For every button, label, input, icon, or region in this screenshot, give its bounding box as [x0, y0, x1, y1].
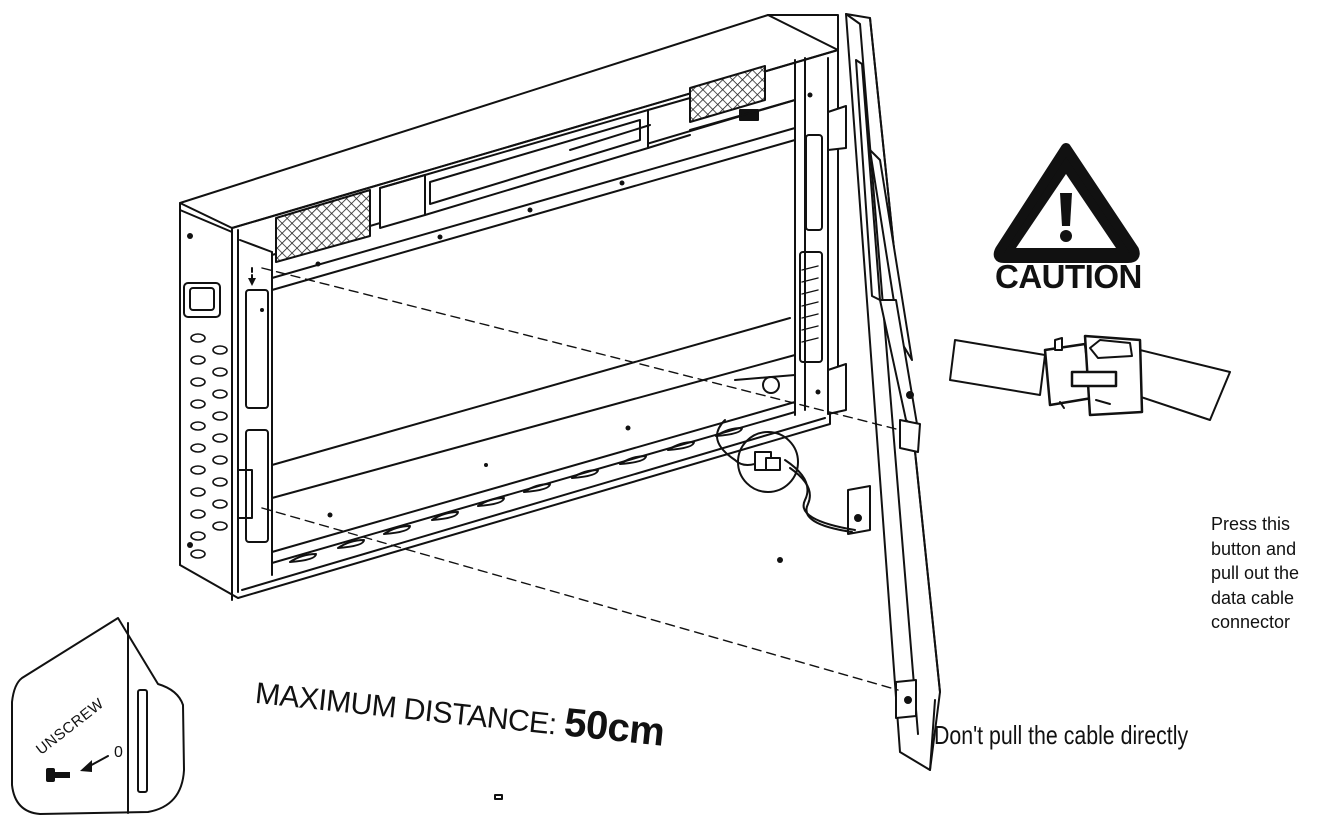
unscrew-arrow-icon [80, 755, 109, 772]
fireplace-box [179, 14, 839, 601]
instruction-line: data cable [1211, 587, 1295, 608]
instruction-line: button and [1211, 538, 1297, 559]
warning-triangle-icon [993, 143, 1140, 263]
distance-value: 50cm [562, 700, 667, 755]
unscrew-inset [11, 617, 185, 815]
instruction-line: pull out the [1211, 563, 1300, 583]
instruction-line: connector [1211, 612, 1291, 632]
caution-label: CAUTION [995, 258, 1142, 295]
front-door [827, 13, 941, 771]
connector-detail [949, 334, 1231, 421]
cable-warning-text: Don't pull the cable directly [934, 720, 1189, 750]
screw-icon [46, 768, 70, 782]
page-mark [494, 794, 503, 800]
distance-guides [261, 267, 901, 691]
data-cable [716, 419, 856, 533]
position-zero-label: 0 [114, 744, 123, 761]
instruction-line: Press this [1211, 514, 1291, 534]
connector-instruction: Press this button and pull out the data … [1211, 512, 1329, 635]
